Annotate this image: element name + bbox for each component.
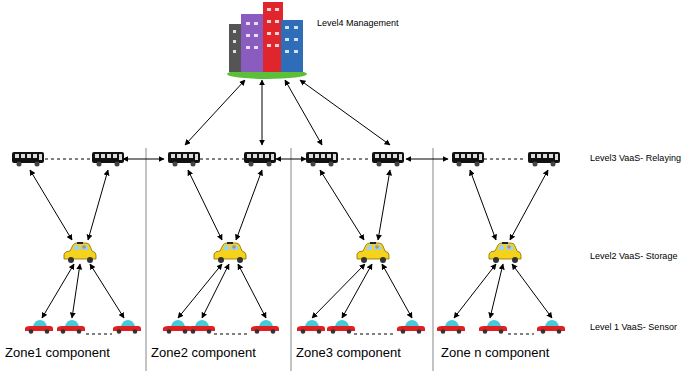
management-node: Level4 Management [225,0,403,80]
building-icon [225,0,309,80]
zone-region: Zone3 component [291,145,433,371]
zone-label: Zone3 component [296,345,401,360]
connector-arrow [285,80,322,145]
zone-label: Zone2 component [151,345,256,360]
zone-label: Zone1 component [5,345,110,360]
zone-region: Zone2 component [146,145,291,371]
level-label: Level3 VaaS- Relaying [590,153,681,163]
zone-label: Zone n component [441,345,549,360]
connector-arrow [300,80,390,145]
level-label: Level 1 VaaS- Sensor [590,322,677,332]
level-label: Level4 Management [317,18,399,28]
level-label: Level2 VaaS- Storage [590,251,677,261]
zone-region: Zone1 component [0,145,146,371]
zone-region: Zone n component [433,145,583,371]
connector-arrow [185,80,245,145]
connector-arrow [262,80,263,145]
